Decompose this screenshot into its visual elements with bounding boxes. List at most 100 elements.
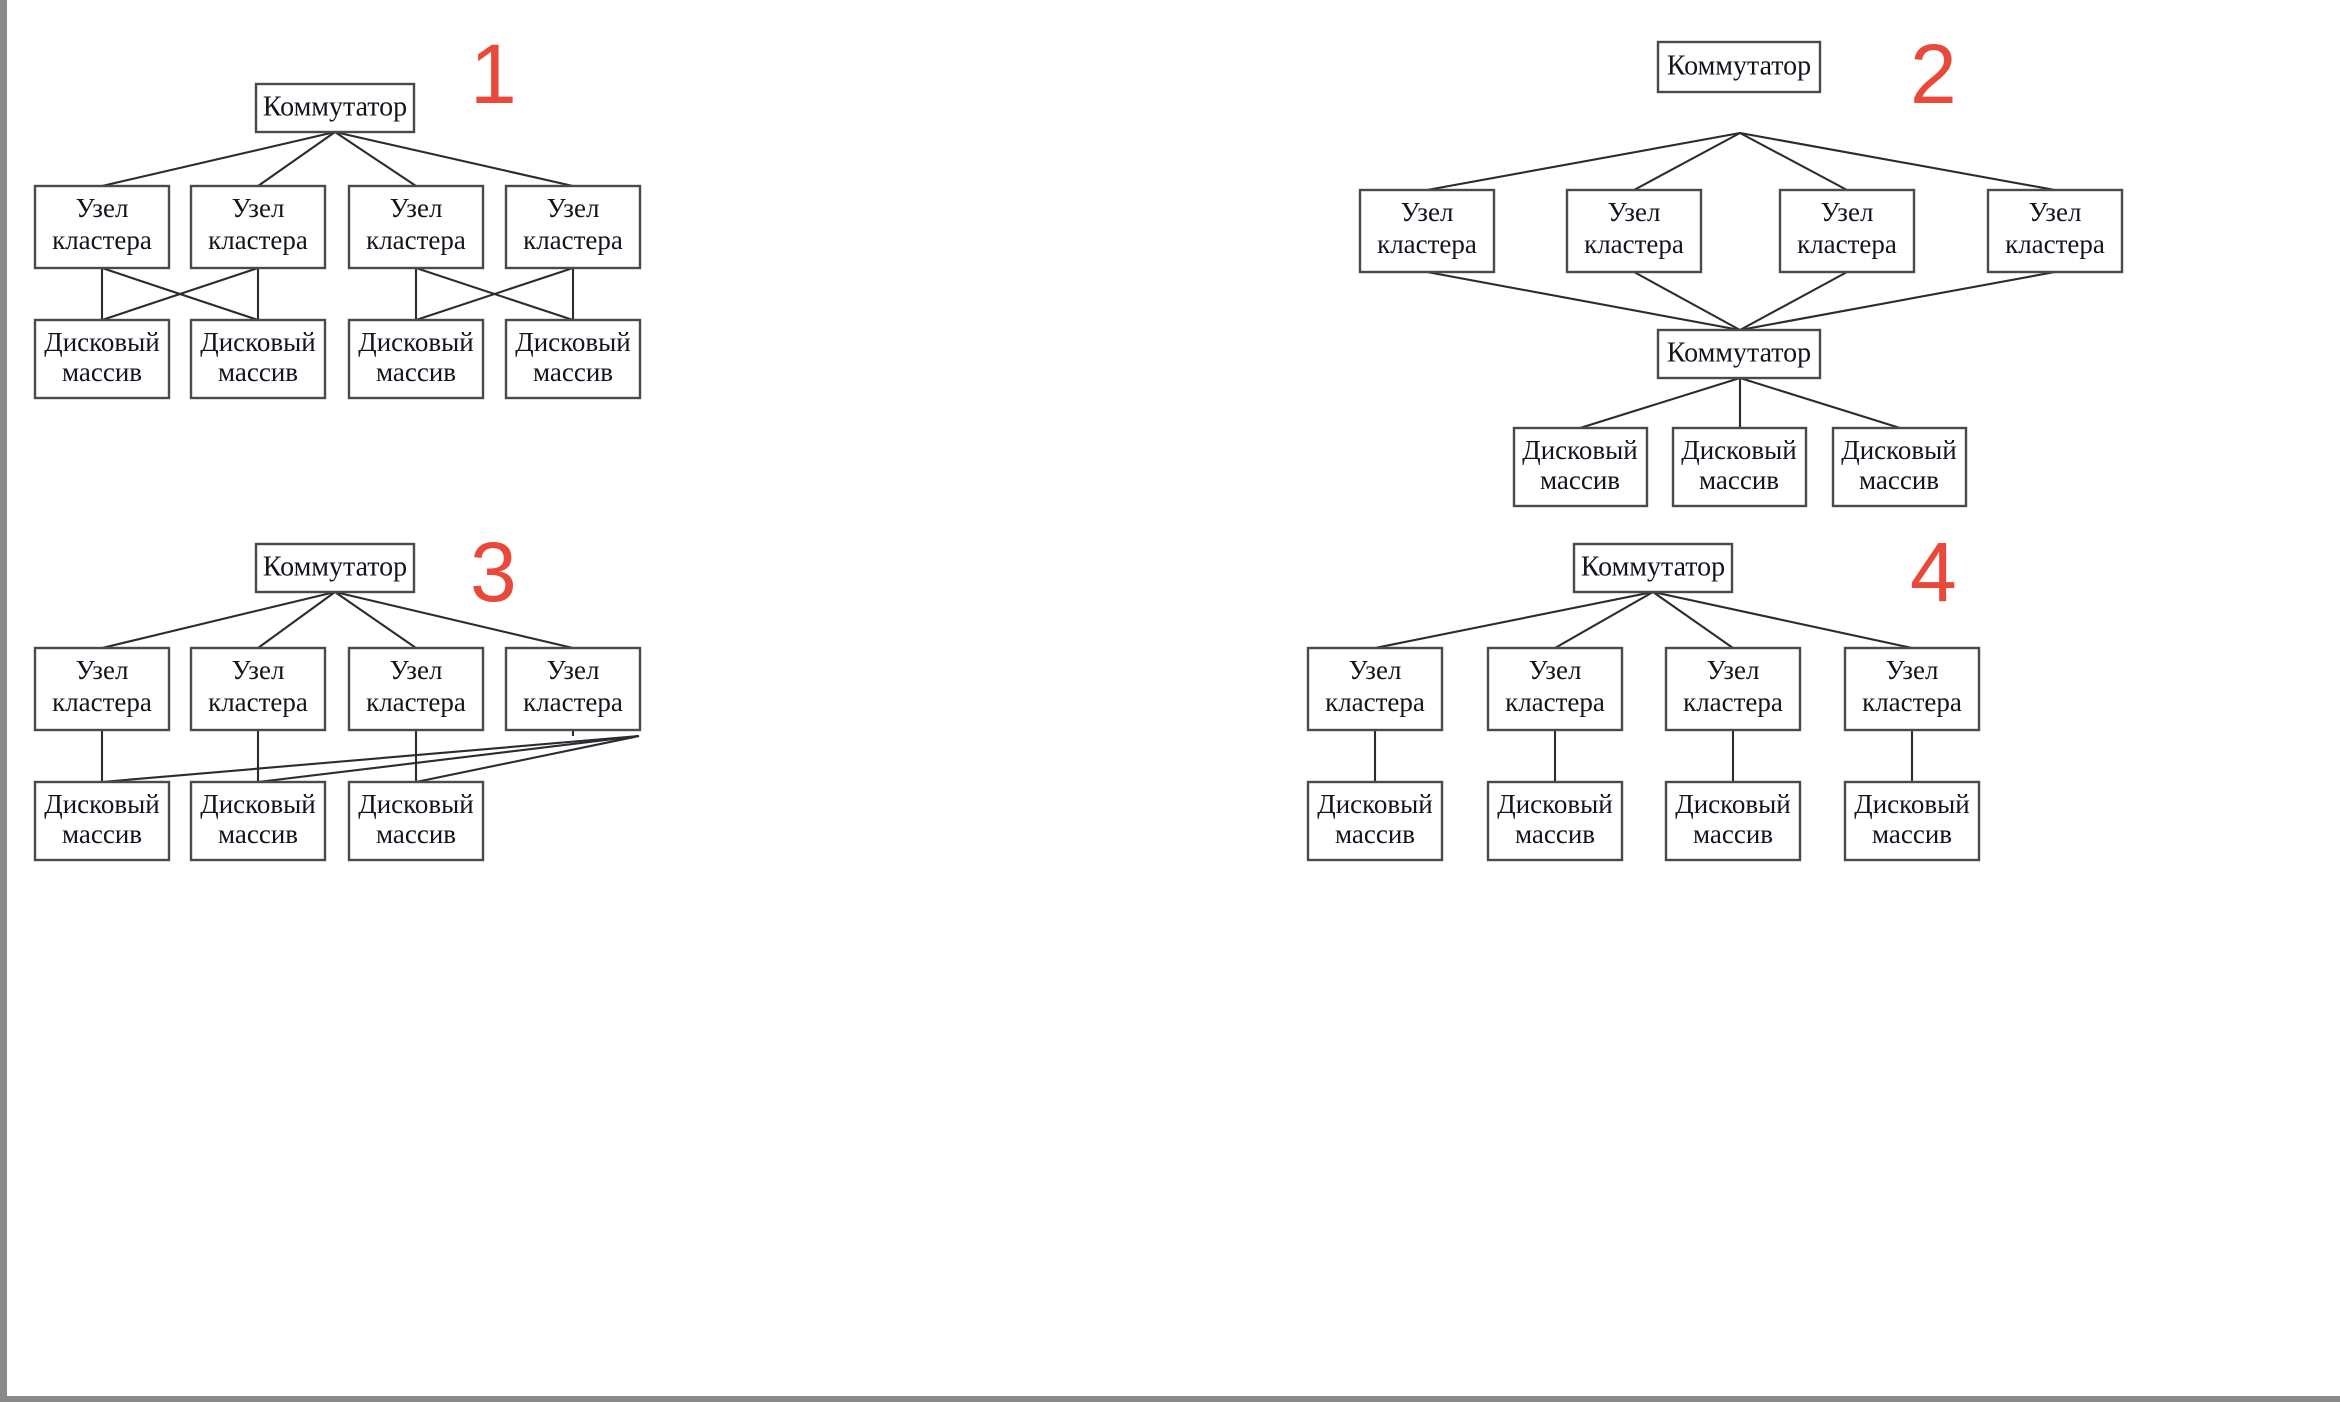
diagram-4-disk-array-4[interactable]: Дисковый массив [1843, 780, 1981, 862]
cluster-node-label-line1: Узел [2029, 197, 2082, 227]
diagram-3-cluster-node-4[interactable]: Узел кластера [504, 646, 642, 732]
cluster-node-label-line1: Узел [547, 655, 600, 685]
diagram-4-cluster-node-2[interactable]: Узел кластера [1486, 646, 1624, 732]
diagram-4-cluster-node-3[interactable]: Узел кластера [1664, 646, 1802, 732]
diagram-3-switch-label: Коммутатор [263, 551, 407, 582]
diagram-1-switch-label: Коммутатор [263, 91, 407, 122]
diagram-4-cluster-node-4[interactable]: Узел кластера [1843, 646, 1981, 732]
diagram-4-switch-box[interactable]: Коммутатор [1572, 542, 1734, 594]
diagram-2-disk-array-1[interactable]: Дисковый массив [1512, 426, 1649, 508]
diagram-1-cluster-node-3[interactable]: Узел кластера [347, 184, 485, 270]
diagram-2-cluster-node-2[interactable]: Узел кластера [1565, 188, 1703, 274]
disk-array-label-line2: массив [1335, 819, 1415, 849]
disk-array-label-line2: массив [1699, 465, 1779, 495]
diagram-2-disk-array-3[interactable]: Дисковый массив [1831, 426, 1968, 508]
cluster-node-label-line2: кластера [1683, 687, 1783, 717]
diagram-3-cluster-node-2[interactable]: Узел кластера [189, 646, 327, 732]
cluster-node-label-line1: Узел [390, 655, 443, 685]
diagram-2: 2 Комму [1250, 0, 2340, 508]
disk-array-label-line1: Дисковый [1675, 789, 1790, 819]
cluster-node-label-line2: кластера [1325, 687, 1425, 717]
page-edge-left [0, 0, 7, 1402]
cluster-node-label-line1: Узел [1886, 655, 1939, 685]
cluster-node-label-line2: кластера [366, 225, 466, 255]
diagram-3-disk-array-1[interactable]: Дисковый массив [33, 780, 171, 862]
disk-array-label-line2: массив [1540, 465, 1620, 495]
disk-array-label-line1: Дисковый [200, 327, 315, 357]
disk-array-label-line1: Дисковый [358, 327, 473, 357]
diagram-4-number: 4 [1910, 525, 1957, 619]
cluster-node-label-line2: кластера [523, 225, 623, 255]
cluster-node-label-line1: Узел [76, 655, 129, 685]
cluster-node-label-line2: кластера [1377, 229, 1477, 259]
cluster-node-label-line2: кластера [523, 687, 623, 717]
page-edge-bottom [0, 1396, 2340, 1402]
disk-array-label-line1: Дисковый [1497, 789, 1612, 819]
diagram-1-switch-links [101, 130, 574, 188]
diagram-2-disk-array-2[interactable]: Дисковый массив [1671, 426, 1808, 508]
diagram-2-bottom-switch-links [1426, 270, 2056, 332]
disk-array-label-line2: массив [533, 357, 613, 387]
diagram-1-disk-array-4[interactable]: Дисковый массив [504, 318, 642, 400]
cluster-node-label-line2: кластера [366, 687, 466, 717]
disk-array-label-line1: Дисковый [1841, 435, 1956, 465]
cluster-node-label-line1: Узел [232, 655, 285, 685]
cluster-node-label-line1: Узел [232, 193, 285, 223]
diagram-4-cluster-node-1[interactable]: Узел кластера [1306, 646, 1444, 732]
diagram-2-canvas: Коммутатор Узел кластера Узел кластера У… [1358, 40, 2124, 508]
diagram-3-fanout-storage-links [101, 730, 640, 784]
disk-array-label-line1: Дисковый [515, 327, 630, 357]
diagram-1-disk-array-2[interactable]: Дисковый массив [189, 318, 327, 400]
cluster-node-label-line1: Узел [1821, 197, 1874, 227]
diagram-3: 3 Ком [0, 530, 700, 1170]
diagram-3-switch-links [101, 590, 574, 650]
diagram-4-disk-array-2[interactable]: Дисковый массив [1486, 780, 1624, 862]
disk-array-label-line1: Дисковый [1522, 435, 1637, 465]
diagram-1-cluster-node-2[interactable]: Узел кластера [189, 184, 327, 270]
diagram-1-cluster-node-1[interactable]: Узел кластера [33, 184, 171, 270]
disk-array-label-line2: массив [62, 819, 142, 849]
disk-array-label-line2: массив [62, 357, 142, 387]
diagram-4-disk-array-3[interactable]: Дисковый массив [1664, 780, 1802, 862]
cluster-node-label-line2: кластера [2005, 229, 2105, 259]
disk-array-label-line2: массив [376, 357, 456, 387]
disk-array-label-line2: массив [218, 357, 298, 387]
diagram-1-canvas: Коммутатор Узел кластера Узел кластера У… [33, 82, 642, 400]
disk-array-label-line1: Дисковый [44, 789, 159, 819]
diagram-3-disk-array-2[interactable]: Дисковый массив [189, 780, 327, 862]
disk-array-label-line1: Дисковый [1681, 435, 1796, 465]
diagram-1-disk-array-3[interactable]: Дисковый массив [347, 318, 485, 400]
cluster-node-label-line2: кластера [1584, 229, 1684, 259]
diagram-2-switch-box-top[interactable]: Коммутатор [1656, 40, 1822, 94]
diagram-3-canvas: Коммутатор Узел кластера Узел кластера У… [33, 542, 642, 862]
diagram-1-switch-box[interactable]: Коммутатор [254, 82, 416, 134]
diagram-4-canvas: Коммутатор Узел кластера Узел кластера У… [1306, 542, 1981, 862]
diagram-2-cluster-node-1[interactable]: Узел кластера [1358, 188, 1496, 274]
diagram-2-switch-top-label: Коммутатор [1667, 50, 1811, 81]
diagram-2-cluster-node-3[interactable]: Узел кластера [1778, 188, 1916, 274]
diagram-3-switch-box[interactable]: Коммутатор [254, 542, 416, 594]
cluster-node-label-line1: Узел [390, 193, 443, 223]
diagram-3-cluster-node-1[interactable]: Узел кластера [33, 646, 171, 732]
diagram-2-switch-box-bottom[interactable]: Коммутатор [1656, 328, 1822, 380]
diagram-2-cluster-node-4[interactable]: Узел кластера [1986, 188, 2124, 274]
cluster-node-label-line1: Узел [547, 193, 600, 223]
disk-array-label-line2: массив [376, 819, 456, 849]
diagram-1-number: 1 [470, 27, 517, 121]
diagram-1-cluster-node-4[interactable]: Узел кластера [504, 184, 642, 270]
diagram-2-storage-links [1579, 376, 1901, 430]
diagram-3-direct-storage-links [100, 730, 418, 782]
cluster-node-label-line1: Узел [76, 193, 129, 223]
diagram-2-top-switch-links [1426, 131, 2056, 192]
cluster-node-label-line2: кластера [1505, 687, 1605, 717]
diagram-3-disk-array-3[interactable]: Дисковый массив [347, 780, 485, 862]
diagram-3-cluster-node-3[interactable]: Узел кластера [347, 646, 485, 732]
diagram-4-disk-array-1[interactable]: Дисковый массив [1306, 780, 1444, 862]
cluster-node-label-line2: кластера [1797, 229, 1897, 259]
diagram-1-storage-links [100, 267, 575, 321]
disk-array-label-line1: Дисковый [358, 789, 473, 819]
cluster-node-label-line1: Узел [1608, 197, 1661, 227]
diagram-2-number: 2 [1910, 27, 1957, 121]
diagram-1-disk-array-1[interactable]: Дисковый массив [33, 318, 171, 400]
